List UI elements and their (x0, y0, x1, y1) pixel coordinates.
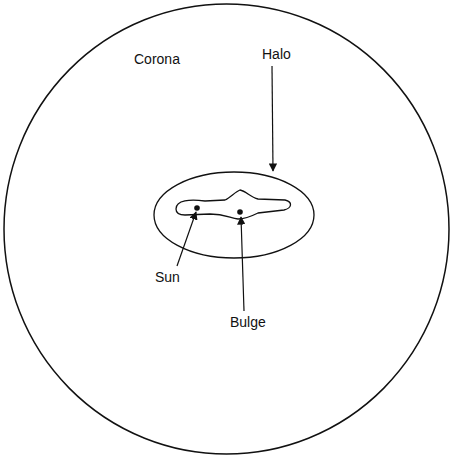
circle-outline (3, 3, 450, 455)
halo-ellipse (154, 172, 314, 258)
part-label: Bulge (230, 314, 266, 330)
leader-line (241, 217, 244, 311)
part-label: Sun (155, 269, 180, 285)
leader-line (177, 212, 196, 266)
leader-line (272, 66, 273, 171)
galactic-disk (176, 190, 291, 219)
bulge-dot (237, 209, 243, 215)
corona-circle: Corona (3, 3, 450, 455)
part-label: Halo (262, 46, 291, 62)
region-name: Corona (134, 51, 180, 67)
sun-dot (194, 205, 200, 211)
corona-outline (4, 4, 449, 454)
